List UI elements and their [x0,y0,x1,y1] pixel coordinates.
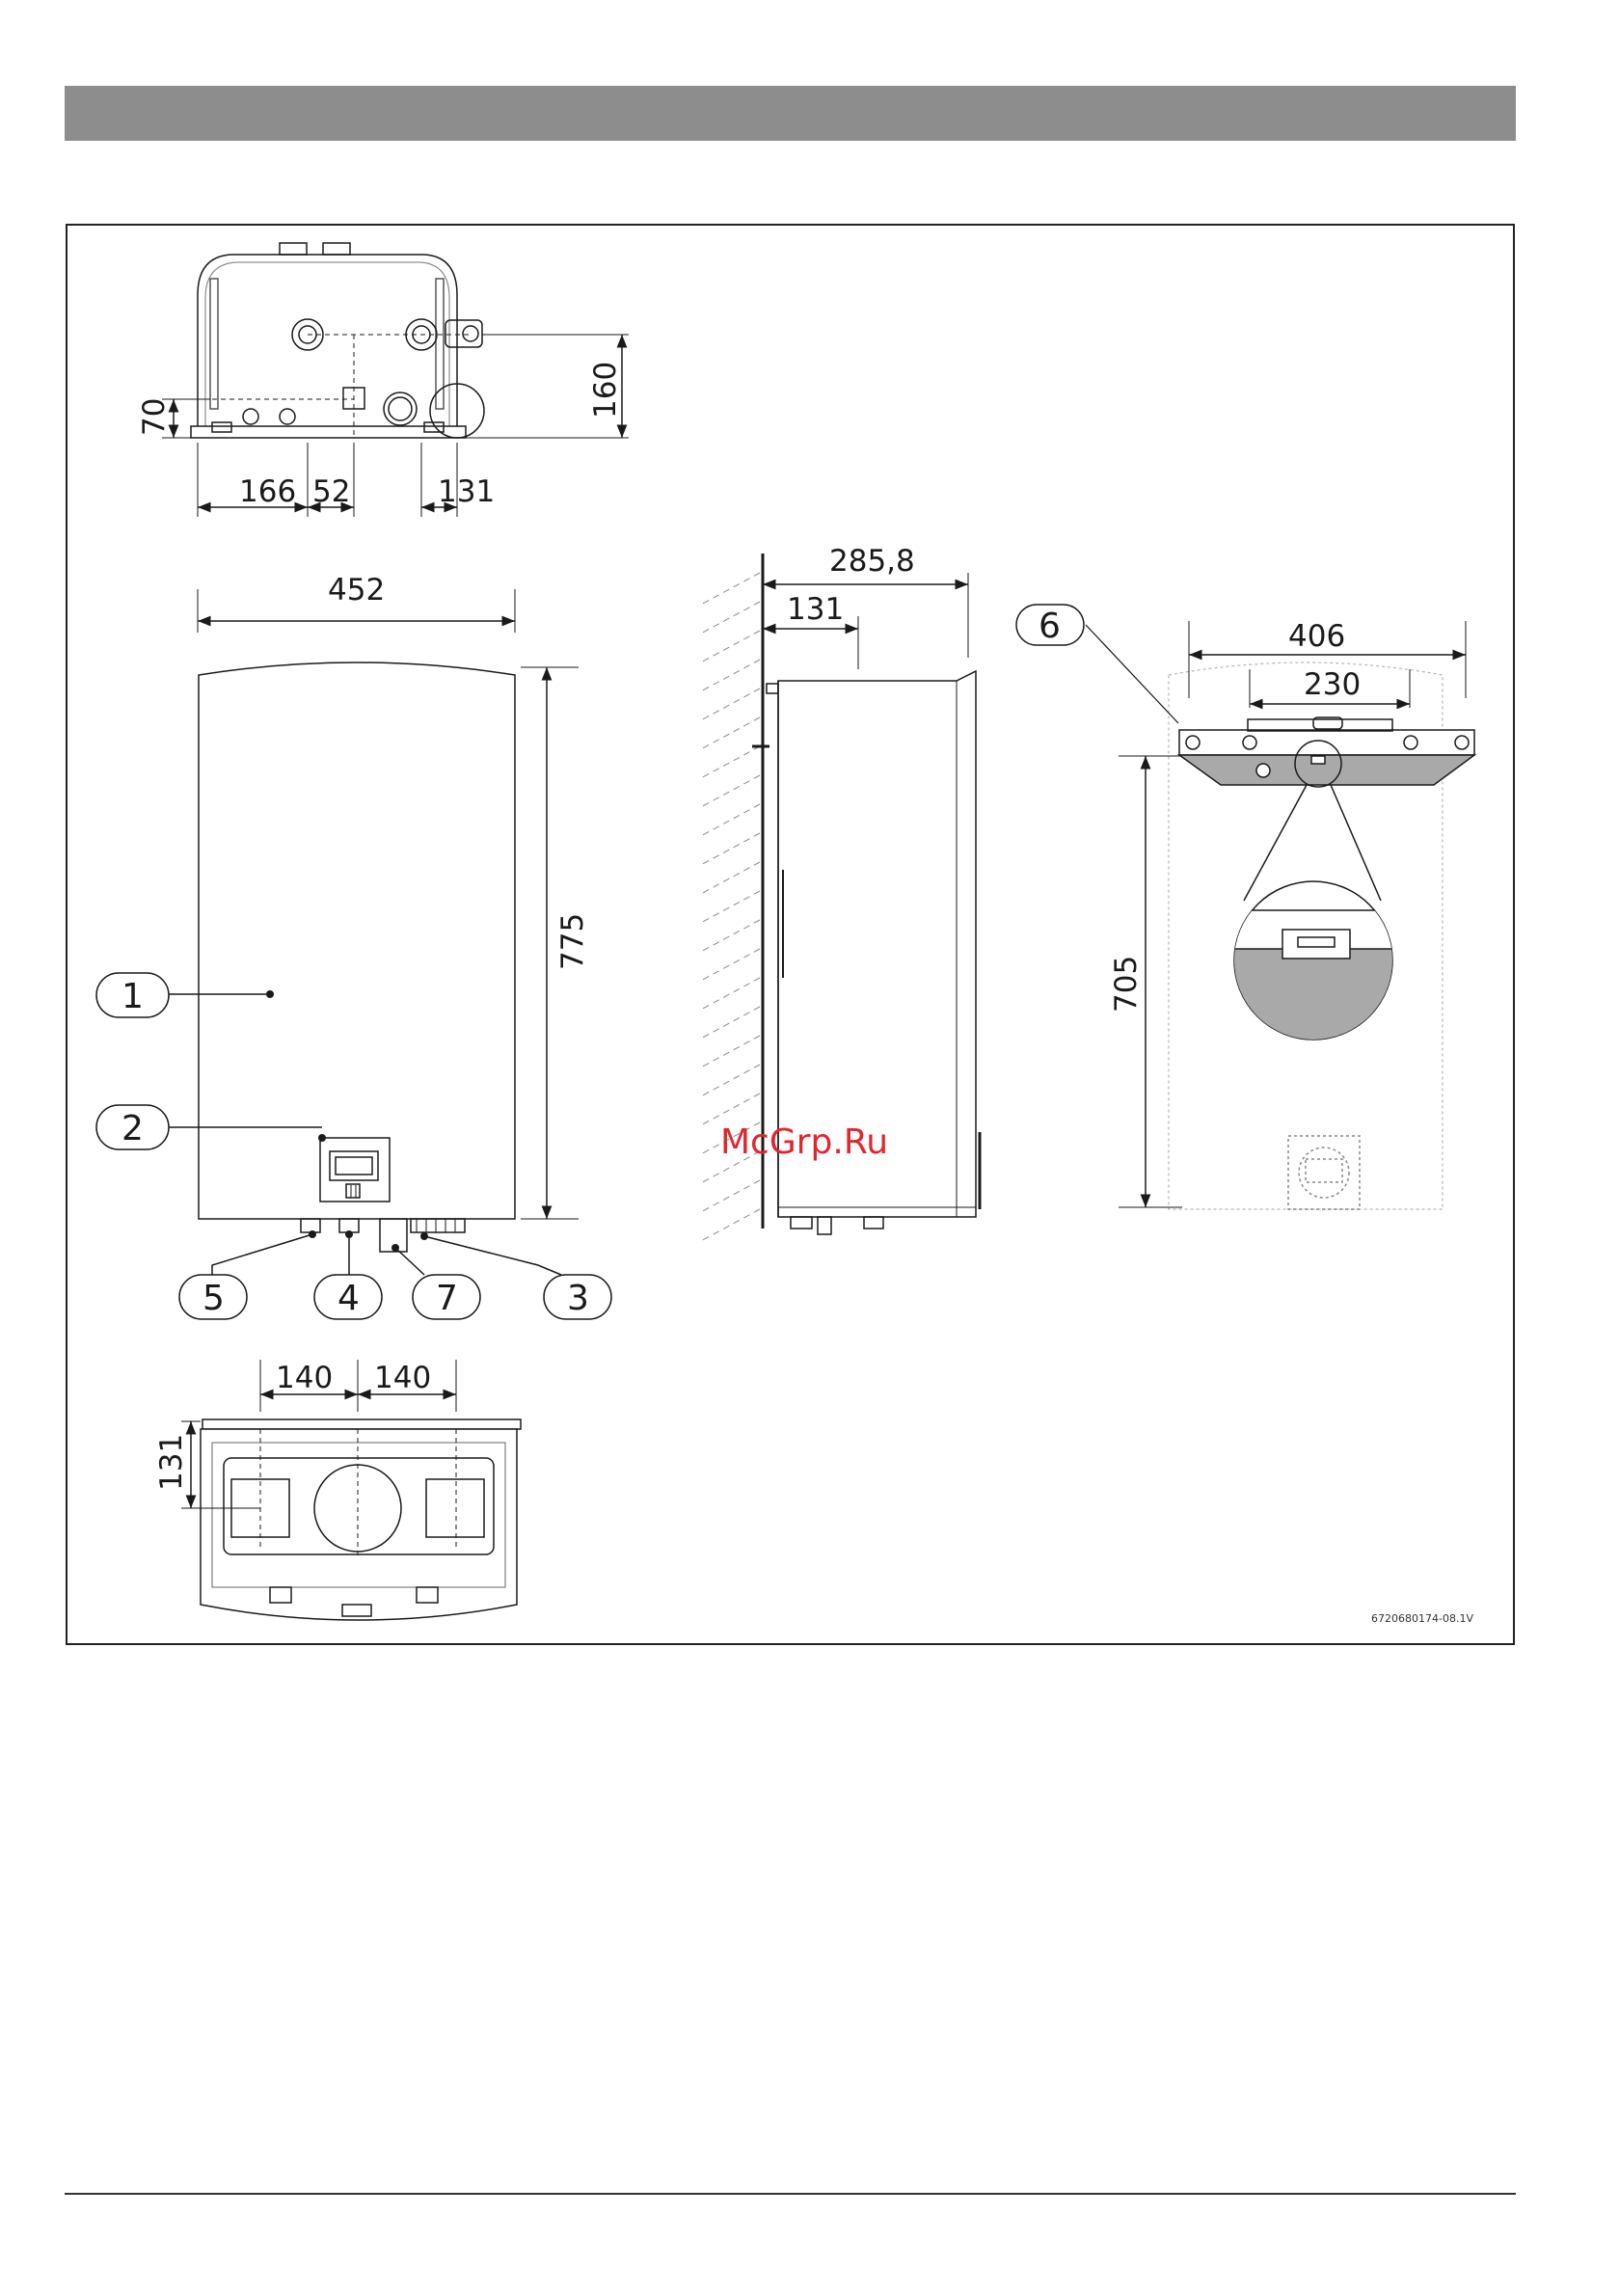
dim-front-452: 452 [328,573,385,608]
dot-3 [420,1232,428,1240]
callout-2: 2 [121,1109,144,1148]
front-view [169,589,579,1275]
watermark: McGrp.Ru [720,1122,888,1162]
header-bar [65,86,1516,141]
figure-frame: 166 52 131 70 160 [66,224,1515,1645]
dim-bracket-705: 705 [1109,956,1144,1013]
dim-top-166: 166 [239,474,296,509]
dim-side-285-8: 285,8 [829,544,915,579]
callout-7: 7 [436,1279,458,1318]
dot-4 [345,1230,353,1238]
dim-top-52: 52 [312,474,350,509]
top-view [162,243,629,517]
callout-5: 5 [202,1279,225,1318]
callout-1: 1 [121,977,144,1016]
callout-6: 6 [1039,607,1061,646]
dim-top-160: 160 [588,362,623,419]
dim-bracket-406: 406 [1288,619,1345,654]
dim-front-775: 775 [555,913,590,970]
dim-bottom-140-left: 140 [276,1361,333,1395]
dim-side-131: 131 [787,592,844,627]
dot-7 [391,1244,399,1252]
dot-2 [318,1134,326,1142]
dim-bottom-131: 131 [154,1434,189,1491]
dot-5 [309,1230,316,1238]
bottom-view [181,1360,521,1620]
dot-1 [266,990,274,998]
reference-code: 6720680174-08.1V [1371,1612,1473,1625]
dim-bottom-140-right: 140 [374,1361,431,1395]
dim-bracket-230: 230 [1304,667,1361,702]
callout-4: 4 [337,1279,360,1318]
technical-drawing: 166 52 131 70 160 [67,226,1517,1647]
dim-top-131: 131 [438,474,495,509]
bracket-view [1086,621,1474,1209]
callout-3: 3 [567,1279,589,1318]
dim-top-70: 70 [137,398,172,436]
footer-line [65,2193,1516,2195]
